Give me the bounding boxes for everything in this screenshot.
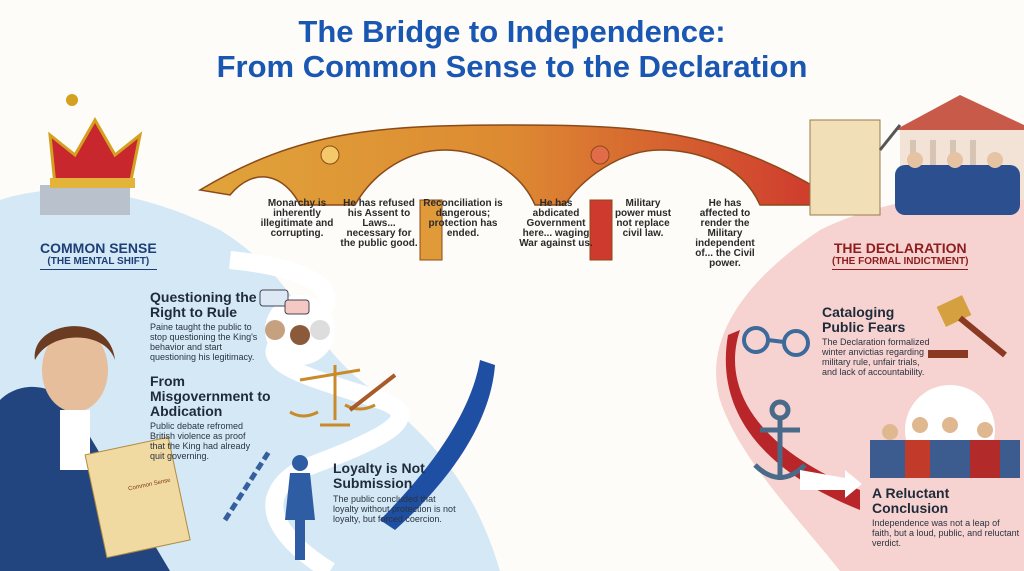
common-sense-label: COMMON SENSE (THE MENTAL SHIFT) <box>40 240 157 270</box>
section-subheading: (THE FORMAL INDICTMENT) <box>832 256 969 270</box>
right-item: Cataloging Public Fears The Declaration … <box>822 304 934 378</box>
declaration-label: THE DECLARATION (THE FORMAL INDICTMENT) <box>832 240 969 270</box>
title-line-1: The Bridge to Independence: <box>298 14 726 49</box>
section-heading: THE DECLARATION <box>833 240 967 256</box>
left-path <box>229 251 409 571</box>
crowd-icon <box>870 385 1020 478</box>
bridge-caption: Monarchy is inherently illegitimate and … <box>260 198 334 239</box>
broken-chain-and-figure-icon <box>222 448 315 560</box>
title-line-2: From Common Sense to the Declaration <box>216 49 808 84</box>
right-item: A Reluctant Conclusion Independence was … <box>872 485 1020 549</box>
bridge-caption: Reconciliation is dangerous; protection … <box>423 198 503 239</box>
item-title: Loyalty is Not Submission <box>333 460 425 491</box>
discussion-group-icon <box>259 289 335 365</box>
section-subheading: (THE MENTAL SHIFT) <box>40 256 157 270</box>
item-title: Questioning the Right to Rule <box>150 289 257 320</box>
bridge-caption: Military power must not replace civil la… <box>614 198 672 239</box>
item-title: From Misgovernment to Abdication <box>150 373 271 419</box>
bridge-caption: He has refused his Assent to Laws... nec… <box>340 198 418 249</box>
bridge-caption: He has abdicated Government here... wagi… <box>519 198 593 249</box>
left-item: Loyalty is Not Submission The public con… <box>333 460 463 525</box>
blue-ribbon <box>380 360 495 530</box>
item-body: The public concluded that loyalty withou… <box>333 494 456 524</box>
anchor-icon <box>753 399 807 480</box>
gavel-icon <box>928 295 1007 358</box>
section-heading: COMMON SENSE <box>40 240 157 256</box>
common-sense-pamphlet-icon <box>84 436 191 559</box>
scroll-quill-icon <box>809 119 902 216</box>
crown-icon <box>40 94 143 215</box>
item-title: A Reluctant Conclusion <box>872 485 950 516</box>
item-body: Independence was not a leap of faith, bu… <box>872 518 1020 548</box>
bridge <box>197 124 821 261</box>
handcuffs-icon <box>742 326 810 357</box>
scales-scepter-icon <box>289 365 397 427</box>
item-body: Public debate refromed British violence … <box>150 421 251 461</box>
left-item: Questioning the Right to Rule Paine taug… <box>150 289 260 363</box>
arrow-icon <box>800 470 862 498</box>
item-body: Paine taught the public to stop question… <box>150 322 258 362</box>
item-body: The Declaration formalized winter anvict… <box>822 337 930 377</box>
page-title: The Bridge to Independence: From Common … <box>0 14 1024 84</box>
item-title: Cataloging Public Fears <box>822 304 906 335</box>
founders-signing-icon <box>895 152 1020 215</box>
bridge-caption: He has affected to render the Military i… <box>695 198 755 269</box>
left-item: From Misgovernment to Abdication Public … <box>150 373 290 462</box>
